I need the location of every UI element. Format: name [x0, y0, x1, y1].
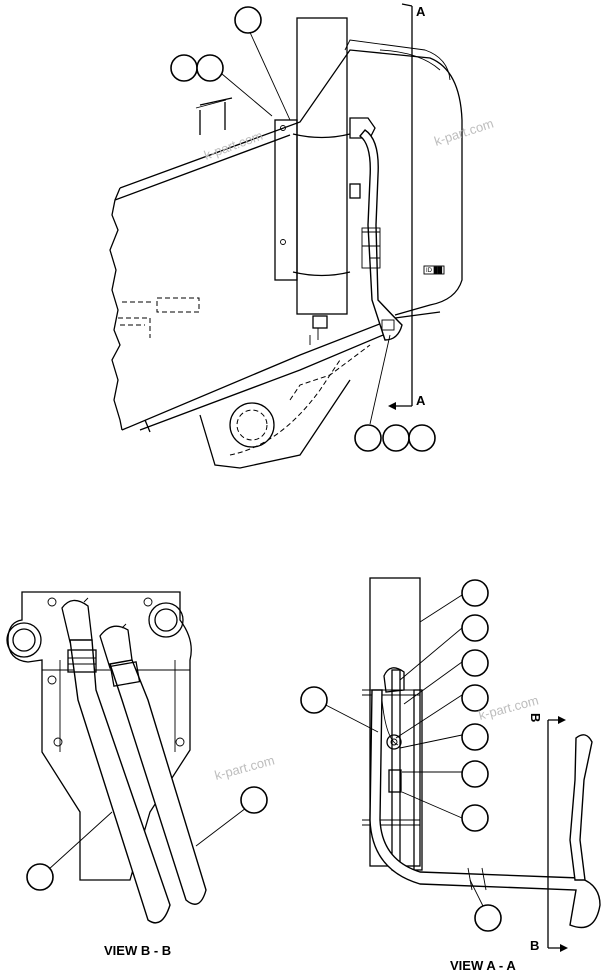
- callout-balloon-a2: [461, 614, 489, 642]
- watermark-2: k-part.com: [432, 116, 495, 149]
- section-a-bottom-label: A: [416, 393, 426, 408]
- callout-balloon-2: [170, 54, 198, 82]
- view-b-title: VIEW B - B: [104, 943, 171, 958]
- view-a-hose: [369, 689, 601, 929]
- callout-balloon-4: [354, 424, 382, 452]
- view-b: VIEW B - B: [6, 591, 268, 958]
- main-view: A A ID ██: [109, 3, 463, 469]
- view-a-title: VIEW A - A: [450, 958, 516, 972]
- callout-balloon-b1: [26, 863, 54, 891]
- hood-outline: [119, 49, 463, 316]
- callout-balloon-a5: [461, 723, 489, 751]
- callout-balloon-a3: [461, 649, 489, 677]
- callout-balloon-6: [408, 424, 436, 452]
- view-a: B B VIEW A - A: [300, 577, 601, 972]
- callout-balloon-a6: [461, 760, 489, 788]
- section-b-top-label: B: [528, 713, 543, 722]
- section-b-bottom-label: B: [530, 938, 539, 953]
- callout-balloon-b2: [240, 786, 268, 814]
- callout-balloon-a1: [461, 579, 489, 607]
- callout-balloon-a7: [461, 804, 489, 832]
- callout-balloon-a9: [474, 904, 502, 932]
- watermark-3: k-part.com: [213, 753, 276, 783]
- callout-balloon-3: [196, 54, 224, 82]
- view-b-hose-2: [109, 659, 207, 905]
- callout-balloon-1: [234, 6, 262, 34]
- plate: [423, 265, 445, 275]
- main-hose: [358, 129, 403, 341]
- callout-balloon-a8: [300, 686, 328, 714]
- plate-text: ID ██: [426, 266, 443, 274]
- watermark-1: k-part.com: [202, 128, 265, 163]
- callout-balloon-5: [382, 424, 410, 452]
- view-b-hose-1: [69, 639, 171, 924]
- filter-housing: [296, 17, 348, 315]
- section-a-top-label: A: [416, 4, 426, 19]
- callout-balloon-a4: [461, 684, 489, 712]
